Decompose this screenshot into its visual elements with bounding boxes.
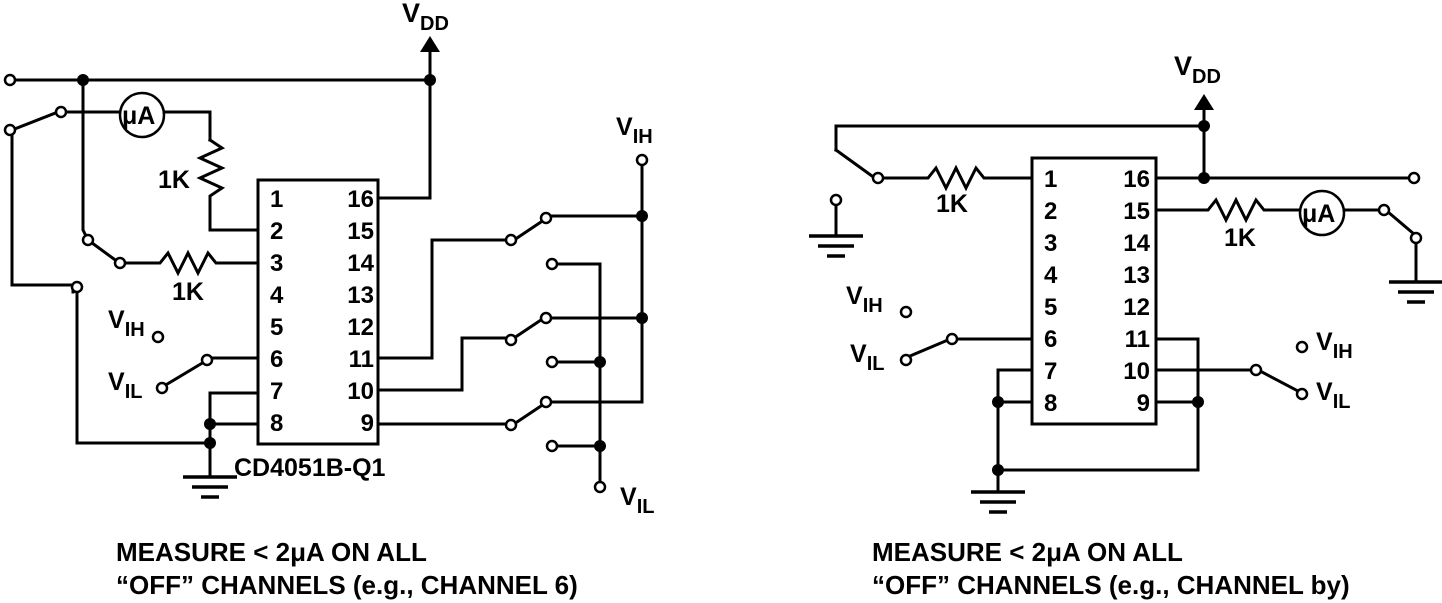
left_circuit-pin-4: 4 <box>270 282 284 309</box>
left-switch-1-return <box>10 128 75 294</box>
right-pin6-switch-blade <box>908 338 950 358</box>
left-vih-label: VIH <box>108 306 145 341</box>
right_circuit-pin-13: 13 <box>1123 262 1150 289</box>
right-chip-pins-left: 1 2 3 4 5 6 7 8 <box>1044 166 1058 417</box>
right-resistor-r1 <box>880 164 1034 192</box>
right-vih-label: VIH <box>846 282 883 317</box>
left-pin10-wire <box>376 336 510 392</box>
right-circuit: VDD 1K 1K μA VIH VIL <box>809 51 1442 600</box>
right_circuit-pin-8: 8 <box>1044 390 1057 417</box>
left_circuit-pin-13: 13 <box>347 282 374 309</box>
right-r2-label: 1K <box>1224 224 1256 252</box>
left-caption-line2: “OFF” CHANNELS (e.g., CHANNEL 6) <box>116 570 578 600</box>
left_circuit-pin-5: 5 <box>270 314 283 341</box>
left-microamp-meter <box>118 91 166 139</box>
left-vih2-label: VIH <box>616 113 653 148</box>
right-pin7-wire <box>996 368 1034 492</box>
right_circuit-pin-3: 3 <box>1044 230 1057 257</box>
left-meter-label: μA <box>122 102 155 130</box>
left-switch-c-blade <box>511 401 547 427</box>
left-meter-to-r1 <box>162 110 212 142</box>
left-pin11-wire <box>376 238 510 360</box>
left-chip-pins-left: 1 2 3 4 5 6 7 8 <box>270 186 284 437</box>
right_circuit-pin-12: 12 <box>1123 294 1150 321</box>
left-resistor-r2 <box>120 249 260 277</box>
right-pin10-switch-blade <box>1257 368 1299 393</box>
right_circuit-pin-15: 15 <box>1123 198 1150 225</box>
right-vil2-label: VIL <box>1316 378 1350 413</box>
left-switch-1-blade <box>10 110 60 132</box>
right-switch-2-blade <box>1385 209 1417 237</box>
right_circuit-pin-7: 7 <box>1044 358 1057 385</box>
left_circuit-pin-10: 10 <box>347 378 374 405</box>
right-vil-label: VIL <box>850 340 884 375</box>
right-top-rail <box>834 124 1206 180</box>
right-chip-pins-right: 16 15 14 13 12 11 10 9 <box>1123 166 1150 417</box>
left-caption-line1: MEASURE < 2μA ON ALL <box>116 537 427 567</box>
left-chip-pins-right: 16 15 14 13 12 11 10 9 <box>347 186 374 437</box>
left_circuit-pin-9: 9 <box>361 410 374 437</box>
right_circuit-pin-14: 14 <box>1123 230 1150 257</box>
left-vil-bus <box>552 262 602 486</box>
right_circuit-pin-11: 11 <box>1125 326 1150 353</box>
right-switch-1-blade <box>833 147 875 179</box>
left_circuit-pin-6: 6 <box>270 346 283 373</box>
left-resistor-r1 <box>196 137 260 232</box>
left-switch-a-blade <box>511 217 547 243</box>
right_circuit-pin-9: 9 <box>1137 390 1150 417</box>
left-r2-label: 1K <box>172 278 204 306</box>
left-vdd-label: VDD <box>402 0 449 35</box>
left-pin6-switch-blade <box>161 359 207 389</box>
left-vil2-label: VIL <box>620 483 654 518</box>
left_circuit-pin-11: 11 <box>349 346 374 373</box>
left_circuit-pin-8: 8 <box>270 410 283 437</box>
right_circuit-pin-1: 1 <box>1044 166 1057 193</box>
left_circuit-pin-3: 3 <box>270 250 283 277</box>
right_circuit-pin-5: 5 <box>1044 294 1057 321</box>
left-circuit: VDD μA 1K 1K VIH VIL 123 <box>3 0 654 600</box>
right-caption-line1: MEASURE < 2μA ON ALL <box>872 537 1183 567</box>
right_circuit-pin-16: 16 <box>1123 166 1150 193</box>
right-vih2-label: VIH <box>1316 328 1353 363</box>
left_circuit-pin-12: 12 <box>347 314 374 341</box>
right_circuit-pin-6: 6 <box>1044 326 1057 353</box>
right-vdd-label: VDD <box>1174 51 1221 88</box>
right-vdd-arrow <box>1194 94 1214 110</box>
right-microamp-meter <box>1298 189 1346 237</box>
left_circuit-pin-2: 2 <box>270 218 283 245</box>
left-rail-drop <box>81 78 91 243</box>
right-chip-body <box>1030 156 1158 426</box>
right-caption-line2: “OFF” CHANNELS (e.g., CHANNEL by) <box>872 570 1350 600</box>
left-vih-terminal <box>151 330 165 344</box>
left-return-wire <box>75 288 212 445</box>
left_circuit-pin-15: 15 <box>347 218 374 245</box>
right_circuit-pin-2: 2 <box>1044 198 1057 225</box>
left-top-rail <box>10 78 432 200</box>
right-resistor-r2 <box>1154 196 1302 224</box>
left-switch-b-blade <box>511 315 547 341</box>
right_circuit-pin-4: 4 <box>1044 262 1058 289</box>
right-pin11-wire <box>1154 337 1200 472</box>
left-r1-label: 1K <box>158 166 190 194</box>
left-vdd-arrow <box>420 36 440 52</box>
left_circuit-pin-7: 7 <box>270 378 283 405</box>
left_circuit-pin-14: 14 <box>347 250 374 277</box>
right_circuit-pin-10: 10 <box>1123 358 1150 385</box>
left-chip-name: CD4051B-Q1 <box>234 454 386 482</box>
left-chip-body <box>256 178 380 446</box>
left_circuit-pin-16: 16 <box>347 186 374 213</box>
left_circuit-pin-1: 1 <box>270 186 283 213</box>
right-r1-label: 1K <box>936 190 968 218</box>
right-meter-label: μA <box>1302 200 1335 228</box>
left-vil-label: VIL <box>108 368 142 403</box>
